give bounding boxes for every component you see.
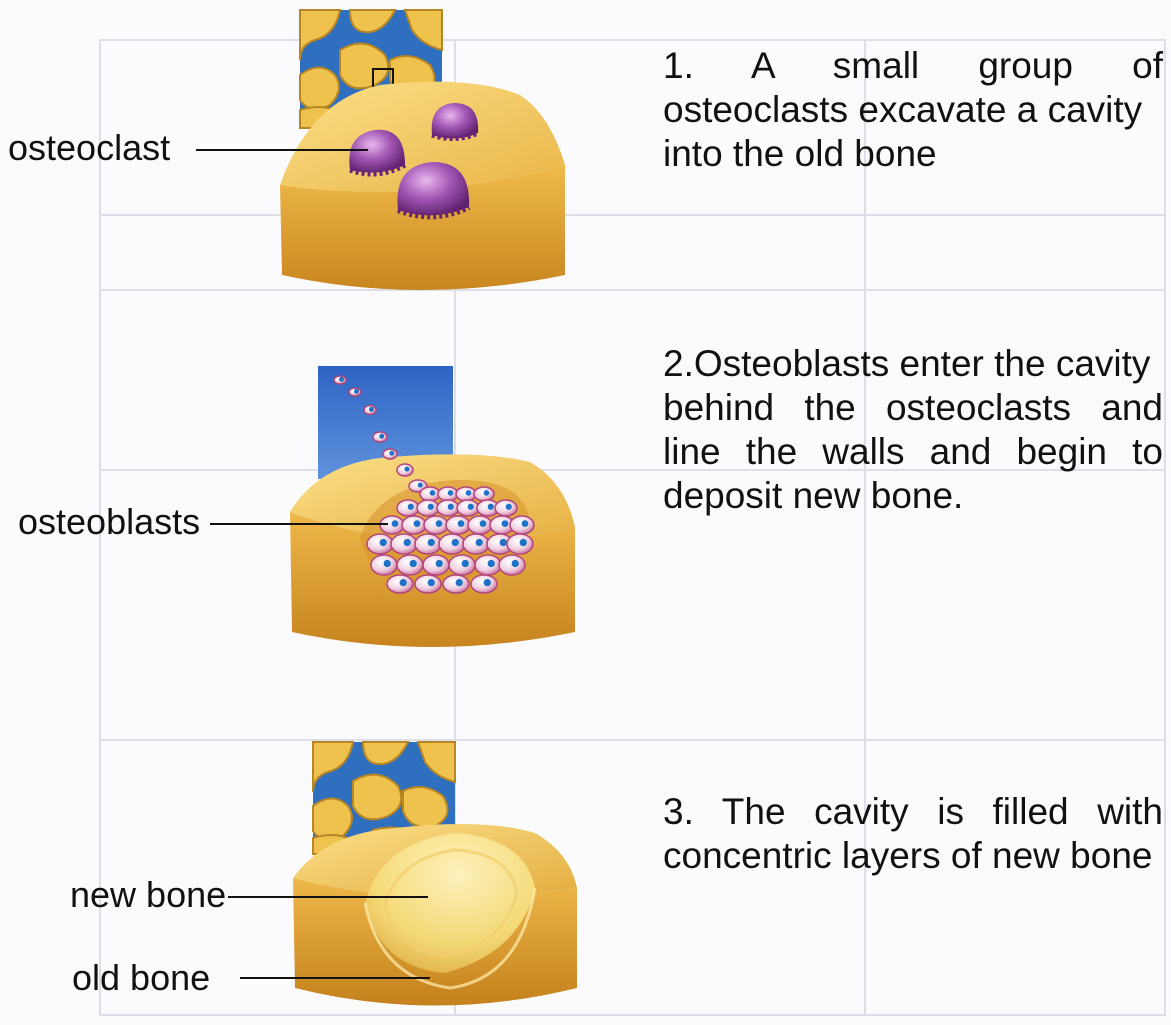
osteoblast-cell xyxy=(449,555,475,575)
step-2-line: line the walls and begin to xyxy=(663,430,1163,474)
step-2-line: 2.Osteoblasts enter the cavity xyxy=(663,342,1163,386)
label-old-bone: old bone xyxy=(72,958,210,998)
osteoblast-cell xyxy=(397,464,413,476)
step-2-line: deposit new bone. xyxy=(663,474,1163,518)
osteoblast-cell xyxy=(397,500,419,516)
osteoblast-cell xyxy=(373,432,387,442)
figure-osteoclast-excavation xyxy=(270,5,570,300)
osteoblast-cell xyxy=(471,575,497,593)
osteoblast-cell xyxy=(415,534,441,554)
step-3-line: concentric layers of new bone xyxy=(663,834,1163,878)
osteoblast-cell xyxy=(364,406,376,415)
osteoblast-cell xyxy=(387,575,413,593)
osteoblast-cell xyxy=(391,534,417,554)
osteoblast-cell xyxy=(380,516,404,534)
label-osteoblasts: osteoblasts xyxy=(18,502,200,542)
step-1-description: 1. A small group of osteoclasts excavate… xyxy=(663,44,1163,176)
osteoblast-cell xyxy=(438,487,458,501)
osteoblast-cell xyxy=(334,376,346,384)
osteoblast-cell xyxy=(423,555,449,575)
osteoblast-cell xyxy=(463,534,489,554)
osteoblast-cell xyxy=(415,575,441,593)
leader-line-osteoclast xyxy=(196,149,368,151)
osteoblast-cell xyxy=(474,487,494,501)
osteoblast-cell xyxy=(446,516,470,534)
osteoblast-cell xyxy=(371,555,397,575)
osteoblast-cell xyxy=(397,555,423,575)
osteoblast-cell xyxy=(383,449,397,459)
step-2-line: behind the osteoclasts and xyxy=(663,386,1163,430)
osteoblast-cell xyxy=(417,500,439,516)
osteoblast-cell xyxy=(475,555,501,575)
step-1-line: osteoclasts excavate a cavity xyxy=(663,88,1163,132)
leader-line-osteoblasts xyxy=(210,523,388,525)
step-1-line: into the old bone xyxy=(663,132,1163,176)
leader-line-new-bone xyxy=(228,896,428,898)
leader-line-old-bone xyxy=(240,977,430,979)
osteoblast-cell xyxy=(420,487,440,501)
osteoblast-cell xyxy=(495,500,517,516)
label-new-bone: new bone xyxy=(70,875,226,915)
osteoblast-cell xyxy=(468,516,492,534)
osteoblast-cell xyxy=(439,534,465,554)
osteoblast-cell xyxy=(456,487,476,501)
osteoblast-cell xyxy=(443,575,469,593)
figure-osteoblast-deposition xyxy=(280,362,580,662)
osteoblast-cell xyxy=(510,516,534,534)
osteoblast-cell xyxy=(437,500,459,516)
label-osteoclast: osteoclast xyxy=(8,128,170,168)
osteoblast-cell xyxy=(507,534,533,554)
osteoblast-cell xyxy=(367,534,393,554)
step-3-description: 3. The cavity is filled with concentric … xyxy=(663,790,1163,878)
step-1-line: 1. A small group of xyxy=(663,44,1163,88)
osteoblast-cell xyxy=(499,555,525,575)
step-3-line: 3. The cavity is filled with xyxy=(663,790,1163,834)
step-2-description: 2.Osteoblasts enter the cavity behind th… xyxy=(663,342,1163,518)
osteoblast-cell xyxy=(457,500,479,516)
osteoblast-cell xyxy=(424,516,448,534)
osteoblast-cell xyxy=(349,388,361,396)
osteoblast-cell xyxy=(402,516,426,534)
